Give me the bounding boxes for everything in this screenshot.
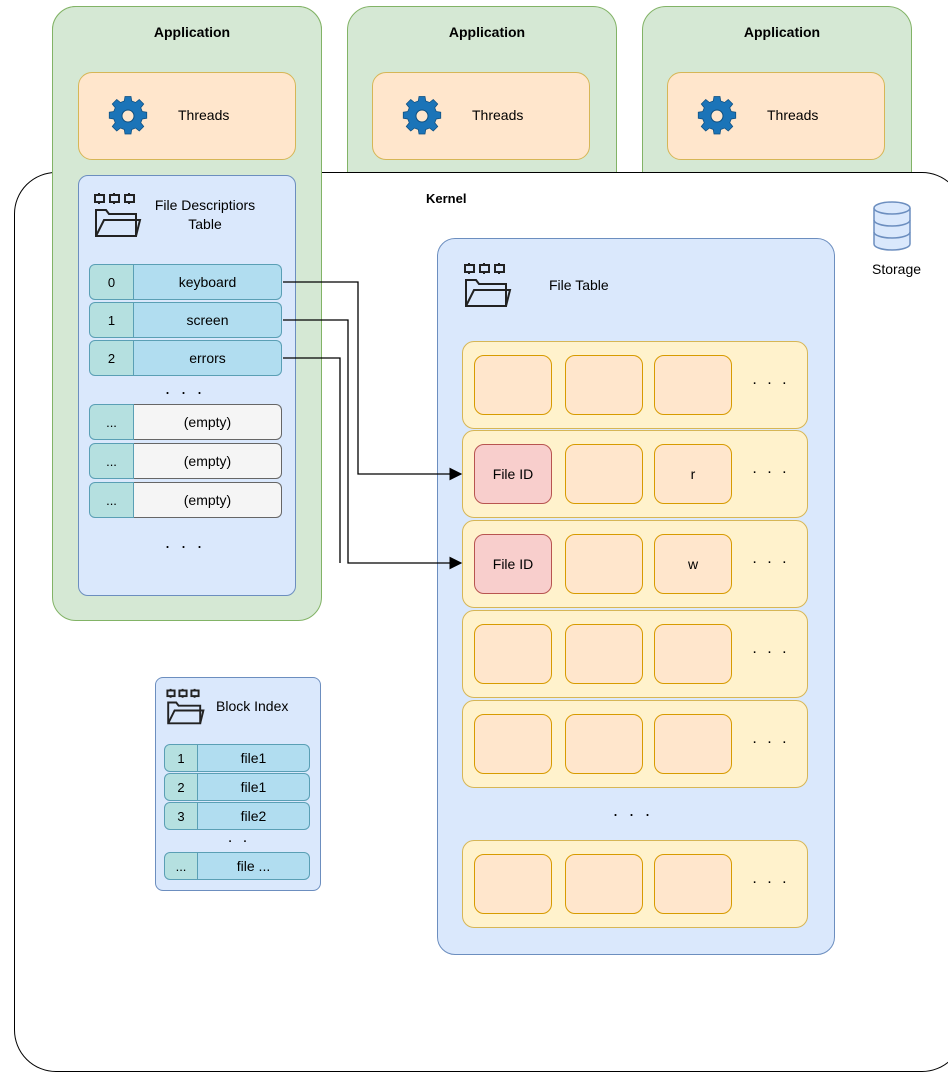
file-table-cell-1: [474, 624, 552, 684]
file-table-cell-3: w: [654, 534, 732, 594]
file-table-cell-1: [474, 714, 552, 774]
connector-arrows: [283, 281, 463, 570]
block-index-title: Block Index: [216, 698, 289, 714]
fd-row-1-name[interactable]: screen: [134, 302, 282, 338]
file-table-cell-1: File ID: [474, 534, 552, 594]
fd-table-title: File Descriptiors Table: [150, 196, 260, 234]
block-row-3-num: 3: [164, 802, 198, 830]
fd-row-0-num: 0: [89, 264, 134, 300]
application-title-2: Application: [448, 24, 526, 40]
block-row-1-num: 1: [164, 744, 198, 772]
gear-icon: [402, 96, 442, 135]
fd-table-title-line2: Table: [188, 216, 222, 232]
fd-table-bottom-ellipsis: . . .: [164, 532, 205, 552]
gear-icon: [697, 96, 737, 135]
file-table-row-more: . . .: [752, 870, 790, 887]
file-table-row-more: . . .: [752, 371, 790, 388]
threads-label-1: Threads: [178, 107, 230, 123]
fd-empty-row-1-name: (empty): [134, 443, 282, 479]
fd-empty-row-2-num: ...: [89, 482, 134, 518]
arrow-icon: [283, 281, 463, 481]
block-row-1-name: file1: [198, 744, 310, 772]
file-table-cell-1: [474, 355, 552, 415]
file-table-row-more: . . .: [752, 460, 790, 477]
file-table-ellipsis: . . .: [612, 800, 653, 820]
block-index-ellipsis: . .: [227, 829, 251, 846]
kernel-label: Kernel: [426, 191, 467, 206]
storage-label: Storage: [872, 261, 922, 277]
database-icon: [873, 201, 911, 251]
fd-row-1-num: 1: [89, 302, 134, 338]
fd-row-2-num: 2: [89, 340, 134, 376]
block-row-2-num: 2: [164, 773, 198, 801]
file-table-cell-2: [565, 534, 643, 594]
file-table-cell-3: [654, 854, 732, 914]
file-table-cell-3: [654, 355, 732, 415]
fd-table-ellipsis: . . .: [164, 378, 205, 398]
fd-table: [78, 175, 296, 596]
threads-label-3: Threads: [767, 107, 819, 123]
block-row-last-num: ...: [164, 852, 198, 880]
file-table-cell-2: [565, 355, 643, 415]
fd-table-title-line1: File Descriptiors: [154, 197, 256, 213]
threads-label-2: Threads: [472, 107, 524, 123]
fd-row-2-name[interactable]: errors: [134, 340, 282, 376]
arrow-icon: [283, 357, 341, 563]
folder-chip-icon: [94, 193, 142, 237]
file-table-cell-3: [654, 624, 732, 684]
gear-icon: [108, 96, 148, 135]
file-table-row-more: . . .: [752, 640, 790, 657]
file-table-cell-2: [565, 444, 643, 504]
fd-row-0-name[interactable]: keyboard: [134, 264, 282, 300]
fd-empty-row-0-num: ...: [89, 404, 134, 440]
block-row-2-name: file1: [198, 773, 310, 801]
file-table-cell-2: [565, 624, 643, 684]
block-row-3-name: file2: [198, 802, 310, 830]
file-table-cell-1: File ID: [474, 444, 552, 504]
fd-empty-row-1-num: ...: [89, 443, 134, 479]
application-title-1: Application: [153, 24, 231, 40]
file-table-cell-2: [565, 714, 643, 774]
folder-chip-icon: [464, 263, 512, 307]
file-table-cell-1: [474, 854, 552, 914]
fd-empty-row-2-name: (empty): [134, 482, 282, 518]
file-table-row-more: . . .: [752, 550, 790, 567]
application-title-3: Application: [743, 24, 821, 40]
file-table-cell-3: [654, 714, 732, 774]
arrow-icon: [283, 319, 463, 570]
block-row-last-name: file ...: [198, 852, 310, 880]
file-table-title: File Table: [549, 277, 609, 293]
file-table-cell-2: [565, 854, 643, 914]
folder-chip-icon: [166, 688, 205, 725]
file-table-row-more: . . .: [752, 730, 790, 747]
file-table-cell-3: r: [654, 444, 732, 504]
fd-empty-row-0-name: (empty): [134, 404, 282, 440]
